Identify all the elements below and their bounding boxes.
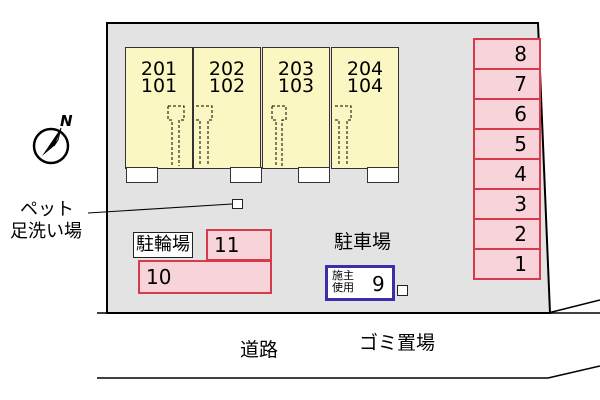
compass-icon: [32, 127, 70, 165]
parking-space: 1: [473, 248, 541, 280]
bike-space-10: 10: [138, 260, 272, 294]
pet-wash-label: ペット 足洗い場: [10, 199, 82, 243]
owner-label-line2: 使用: [332, 281, 354, 294]
bike-parking-label: 駐輪場: [133, 232, 193, 258]
unit-1-upper: 201: [140, 58, 178, 80]
owner-label-line1: 施主: [332, 269, 354, 282]
owner-space-label: 施主 使用: [332, 270, 354, 294]
compass-north-letter: N: [60, 112, 73, 130]
unit-2: [193, 47, 261, 169]
pet-wash-line2: 足洗い場: [10, 221, 82, 242]
garbage-marker: [397, 285, 408, 296]
garbage-label: ゴミ置場: [359, 332, 436, 354]
ac-unit-1: [126, 167, 158, 183]
owner-space-number: 9: [372, 272, 385, 296]
right-parking-column: 8 7 6 5 4 3 2 1: [473, 38, 541, 280]
parking-space: 6: [473, 98, 541, 130]
unit-1-lower: 101: [140, 75, 178, 97]
unit-2-lower: 102: [208, 75, 246, 97]
unit-3-lower: 103: [277, 75, 315, 97]
road-label: 道路: [240, 339, 279, 361]
unit-2-upper: 202: [208, 58, 246, 80]
pet-wash-line1: ペット: [20, 199, 74, 220]
unit-4-upper: 204: [346, 58, 384, 80]
unit-4-lower: 104: [346, 75, 384, 97]
ac-unit-2: [230, 167, 262, 183]
parking-lot-label: 駐車場: [334, 231, 392, 253]
unit-1-numbers: 201 101: [125, 58, 193, 97]
unit-4: [331, 47, 399, 169]
unit-4-numbers: 204 104: [331, 58, 399, 97]
ac-unit-3: [298, 167, 330, 183]
ac-unit-4: [367, 167, 399, 183]
unit-2-numbers: 202 102: [193, 58, 261, 97]
unit-3-numbers: 203 103: [262, 58, 330, 97]
owner-space: 施主 使用 9: [325, 265, 395, 301]
unit-3-upper: 203: [277, 58, 315, 80]
parking-space: 8: [473, 38, 541, 70]
unit-3: [262, 47, 330, 169]
pet-wash-marker: [232, 199, 243, 209]
unit-1: [125, 47, 193, 169]
